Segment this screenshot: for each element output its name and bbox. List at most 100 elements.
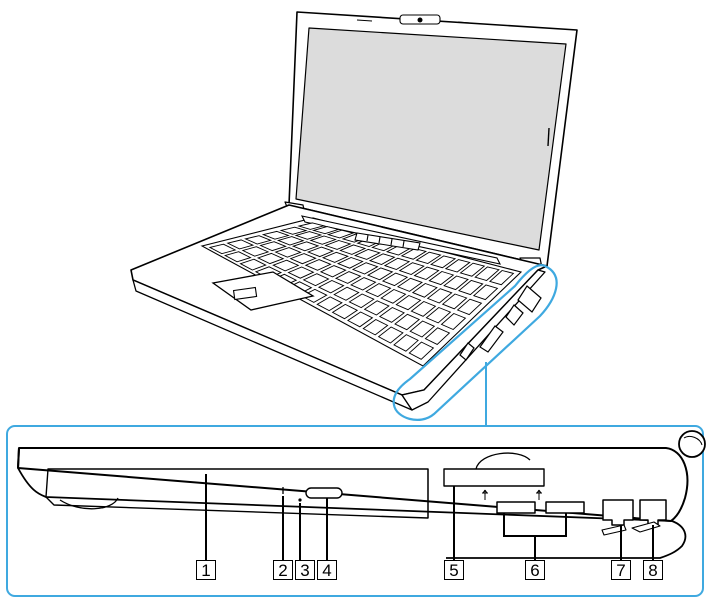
key (279, 226, 308, 235)
fingerprint-sensor (232, 286, 258, 301)
key (297, 222, 326, 230)
key (309, 235, 337, 245)
key (363, 300, 390, 316)
key (457, 279, 484, 296)
key (326, 229, 355, 239)
side-view (17, 430, 706, 559)
key (261, 230, 290, 240)
key (365, 283, 392, 298)
key (324, 240, 352, 250)
camera-lens (417, 17, 423, 23)
touchpad (211, 271, 315, 311)
key (241, 246, 270, 257)
key (440, 312, 467, 331)
key (339, 244, 367, 255)
key (272, 259, 300, 272)
highlight-oval (392, 264, 558, 421)
key (208, 243, 237, 255)
key (410, 300, 437, 317)
key (351, 262, 379, 275)
key (331, 303, 359, 320)
key (291, 241, 320, 252)
key (321, 251, 349, 263)
key (223, 251, 252, 263)
key (348, 293, 375, 309)
key (287, 266, 315, 279)
key (353, 248, 381, 260)
key (347, 311, 374, 328)
key (294, 231, 323, 240)
key (317, 280, 345, 294)
key (366, 267, 394, 281)
usb-port-2 (545, 501, 585, 514)
callout-5: 5 (444, 560, 464, 580)
key (256, 252, 285, 265)
key (276, 236, 305, 246)
key (334, 271, 362, 284)
key (400, 248, 428, 260)
key (411, 282, 438, 298)
key (350, 277, 377, 291)
callout-7: 7 (611, 560, 631, 580)
key (430, 255, 457, 269)
key (362, 318, 389, 336)
expresscard-slot (443, 468, 545, 487)
key (396, 277, 423, 292)
key (395, 294, 422, 311)
laptop-lid (284, 11, 578, 269)
key (409, 320, 436, 338)
key (393, 334, 419, 352)
key (316, 296, 343, 312)
key (444, 259, 471, 273)
key (319, 265, 347, 278)
key (425, 306, 452, 324)
usb-port-1 (496, 501, 536, 514)
keyboard (200, 215, 523, 367)
key (239, 258, 267, 271)
key (426, 288, 453, 304)
side-ports-top-view (459, 285, 542, 361)
key (289, 253, 317, 265)
key (311, 226, 341, 235)
key (415, 251, 442, 264)
callout-4: 4 (317, 560, 337, 580)
hinge-knob (678, 430, 706, 458)
key (377, 326, 404, 344)
key (259, 241, 287, 252)
key (336, 257, 364, 269)
media-buttons (354, 232, 421, 251)
key (274, 247, 302, 258)
usb-icon (482, 489, 488, 500)
key (398, 262, 425, 275)
key (378, 306, 405, 323)
screen-display (295, 27, 567, 251)
key (333, 286, 360, 301)
key (413, 266, 440, 280)
key (306, 246, 335, 258)
key (394, 313, 421, 331)
key (244, 235, 273, 245)
callout-leaders (205, 474, 654, 560)
key (459, 262, 486, 277)
key (383, 257, 411, 270)
drive-eject-button (305, 487, 343, 499)
key (424, 327, 451, 345)
key (408, 341, 435, 360)
key (302, 273, 330, 287)
usb-icon (536, 489, 542, 500)
callout-1: 1 (196, 560, 216, 580)
callout-8: 8 (643, 560, 663, 580)
key (381, 272, 409, 287)
key (428, 271, 455, 286)
key (368, 253, 396, 265)
key (472, 284, 499, 301)
callout-3: 3 (295, 560, 315, 580)
manual-eject-hole (298, 498, 302, 502)
callout-2: 2 (273, 560, 293, 580)
wireless-switch (631, 521, 661, 533)
key (456, 298, 483, 316)
key (488, 270, 515, 286)
key (443, 275, 469, 291)
